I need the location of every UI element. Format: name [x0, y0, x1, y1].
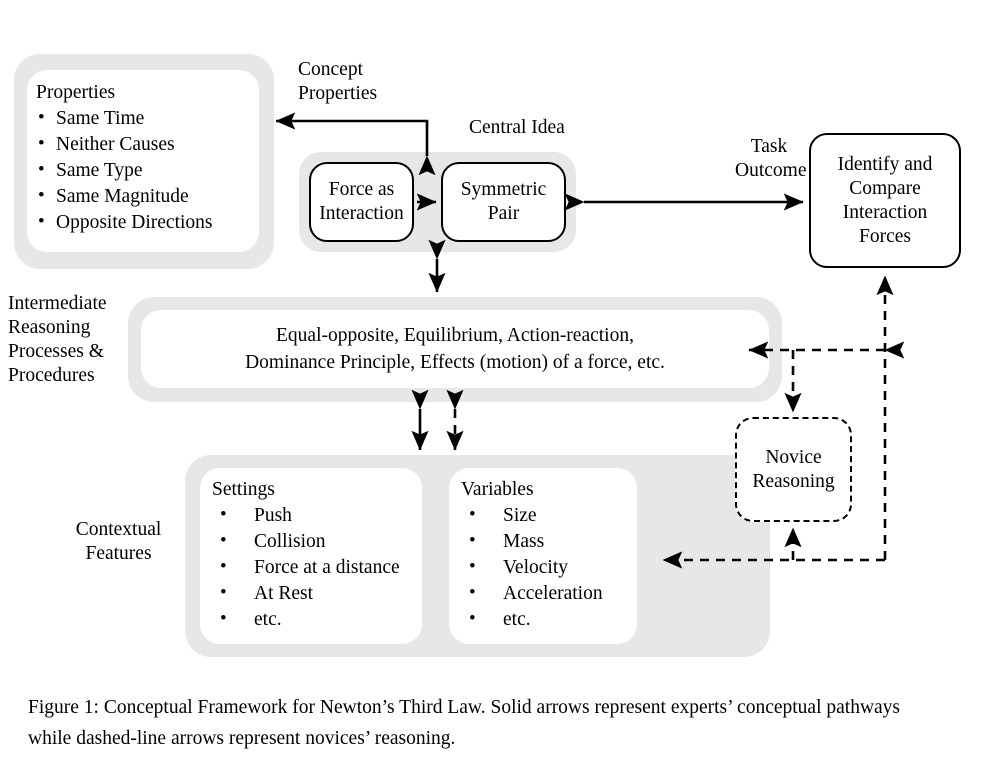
- list-item: Velocity: [461, 554, 637, 581]
- settings-list: Push Collision Force at a distance At Re…: [212, 502, 422, 633]
- intermediate-reasoning-card: Equal-opposite, Equilibrium, Action-reac…: [141, 310, 769, 388]
- figure-caption: Figure 1: Conceptual Framework for Newto…: [28, 697, 901, 749]
- list-item: Force at a distance: [212, 554, 422, 581]
- settings-title: Settings: [212, 479, 275, 500]
- label-central-idea: Central Idea: [469, 117, 565, 138]
- label-contextual-features: Contextual Features: [75, 519, 162, 564]
- node-identify-compare-interaction-forces: Identify and Compare Interaction Forces: [809, 133, 961, 268]
- list-item: Mass: [461, 528, 637, 555]
- list-item: At Rest: [212, 580, 422, 607]
- list-item: Same Type: [36, 157, 259, 184]
- variables-list: Size Mass Velocity Acceleration etc.: [461, 502, 637, 633]
- list-item: Neither Causes: [36, 131, 259, 158]
- list-item: Acceleration: [461, 580, 637, 607]
- node-identify-compare-label: Identify and Compare Interaction Forces: [837, 153, 933, 247]
- properties-list: Same Time Neither Causes Same Type Same …: [36, 105, 259, 236]
- intermediate-reasoning-text: Equal-opposite, Equilibrium, Action-reac…: [245, 325, 665, 373]
- arrow-concept-properties: [275, 112, 436, 176]
- label-intermediate-reasoning: Intermediate Reasoning Processes & Proce…: [8, 293, 107, 386]
- node-symmetric-pair-label: Symmetric Pair: [460, 179, 547, 224]
- list-item: Push: [212, 502, 422, 529]
- node-force-as-interaction-label: Force as Interaction: [319, 179, 404, 224]
- variables-title: Variables: [461, 479, 534, 500]
- properties-card: Properties Same Time Neither Causes Same…: [27, 70, 259, 252]
- list-item: Size: [461, 502, 637, 529]
- list-item: Collision: [212, 528, 422, 555]
- node-novice-reasoning-label: Novice Reasoning: [752, 446, 835, 492]
- variables-card: Variables Size Mass Velocity Acceleratio…: [449, 468, 637, 644]
- settings-card: Settings Push Collision Force at a dista…: [200, 468, 422, 644]
- node-symmetric-pair: Symmetric Pair: [441, 162, 566, 242]
- list-item: etc.: [461, 606, 637, 633]
- properties-title: Properties: [36, 82, 116, 103]
- node-novice-reasoning: Novice Reasoning: [735, 417, 852, 522]
- list-item: etc.: [212, 606, 422, 633]
- label-task-outcome: Task Outcome: [735, 136, 807, 181]
- label-concept-properties: Concept Properties: [298, 59, 378, 104]
- list-item: Same Time: [36, 105, 259, 132]
- node-force-as-interaction: Force as Interaction: [309, 162, 414, 242]
- list-item: Same Magnitude: [36, 183, 259, 210]
- list-item: Opposite Directions: [36, 209, 259, 236]
